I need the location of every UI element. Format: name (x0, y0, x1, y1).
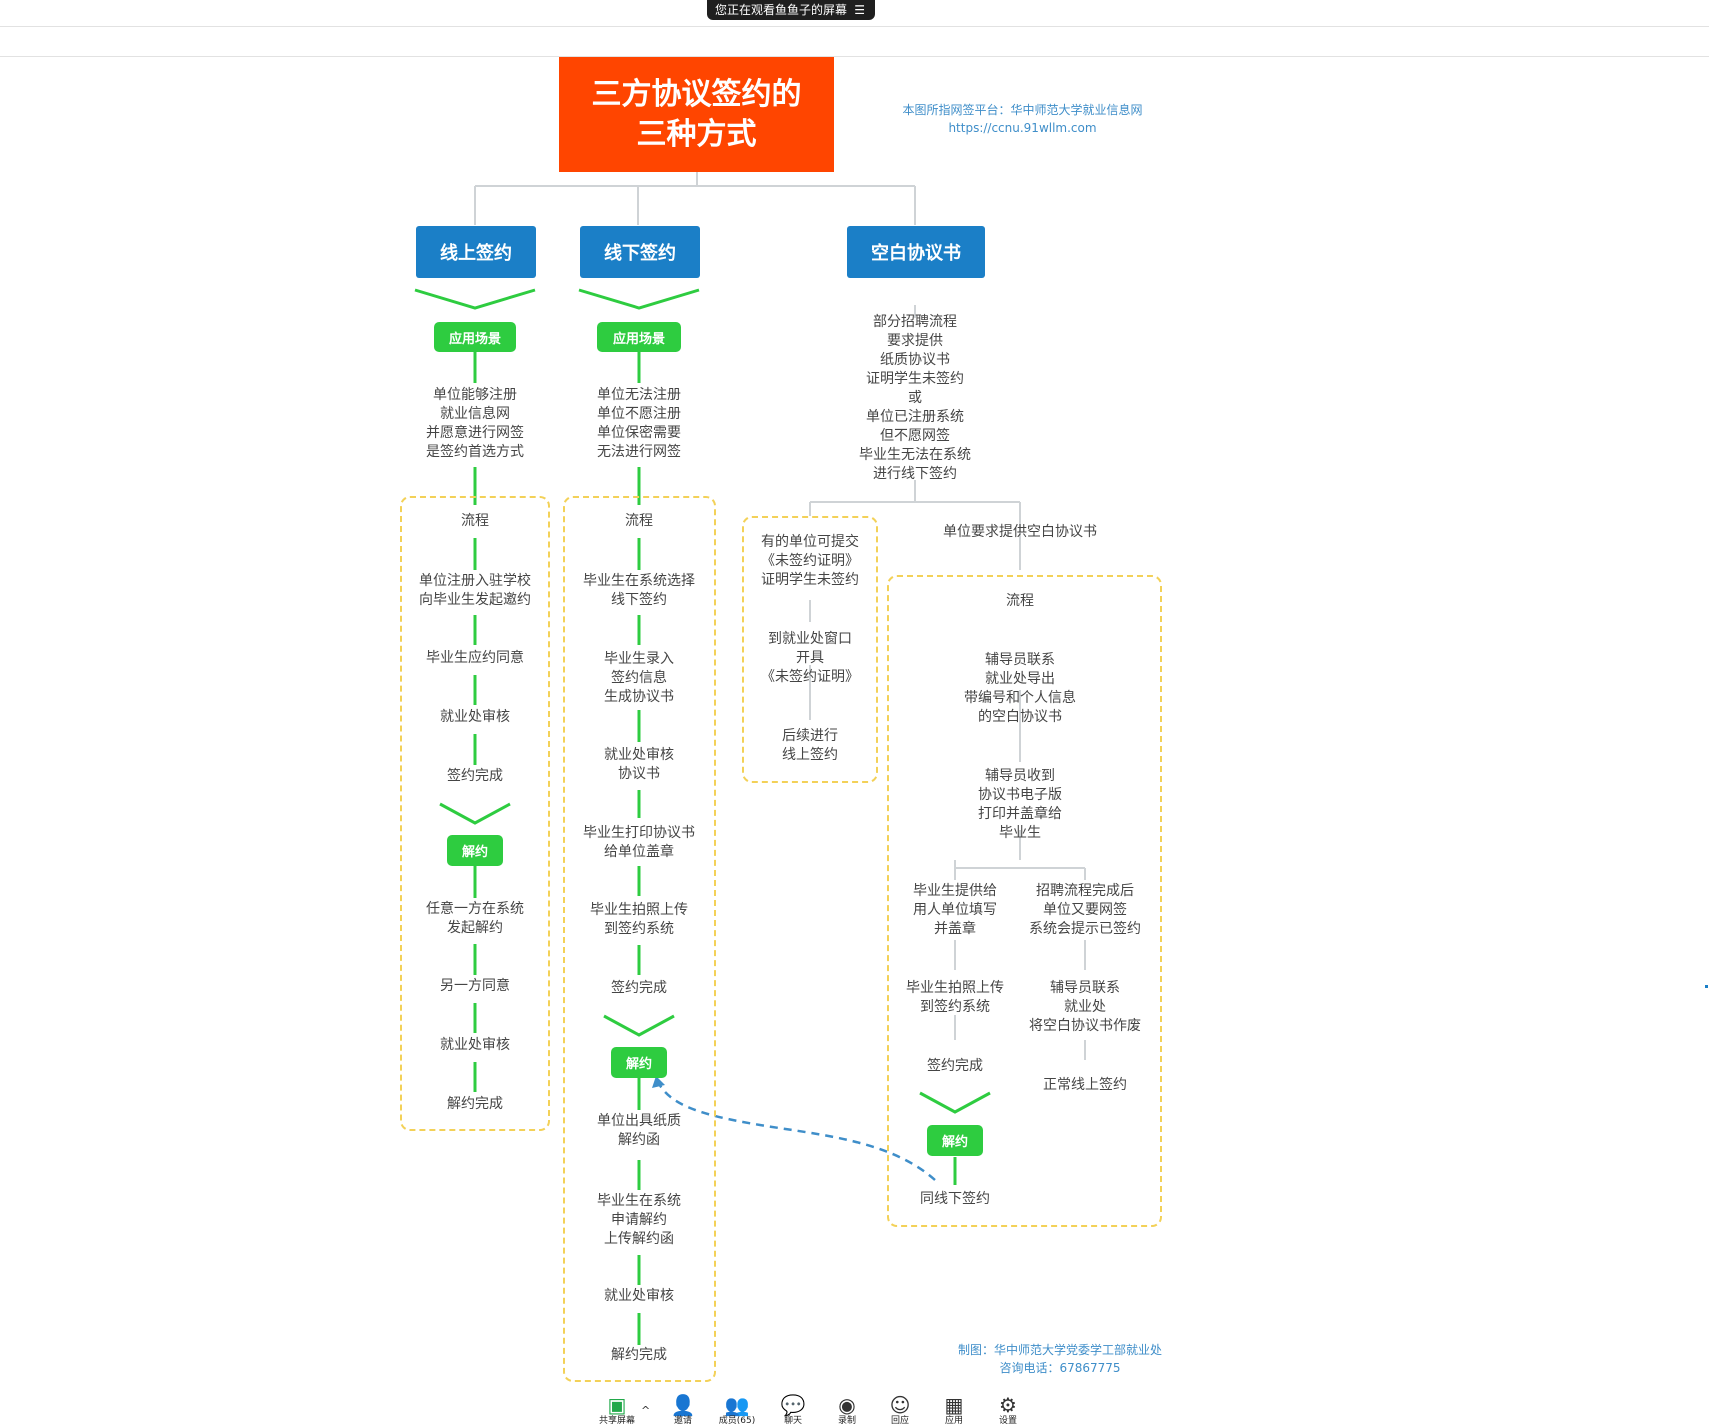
banner-text: 您正在观看鱼鱼子的屏幕 (715, 3, 848, 17)
reaction-icon: ☺ (889, 1393, 911, 1417)
blank-branch-b-step-3: 正常线上签约 (1043, 1077, 1127, 1093)
share-options-chevron-icon[interactable]: ^ (641, 1404, 651, 1417)
online-step-2: 毕业生应约同意 (426, 650, 524, 666)
members-icon: 👥 (724, 1393, 750, 1417)
blank-left-step-1: 有的单位可提交 《未签约证明》 证明学生未签约 (761, 534, 859, 588)
blank-flow-box (887, 575, 1162, 1227)
offline-step-4: 毕业生打印协议书 给单位盖章 (583, 825, 695, 860)
share-screen-icon: ▣ (607, 1393, 627, 1417)
meeting-toolbar (0, 1392, 1709, 1426)
chat-icon: 💬 (780, 1393, 806, 1417)
settings-button[interactable]: ⚙ 设置 (988, 1394, 1028, 1426)
credit-top-line2: https://ccnu.91wllm.com (948, 121, 1097, 135)
online-cancel-step-1: 任意一方在系统 发起解约 (426, 901, 524, 936)
record-icon: ◉ (838, 1393, 856, 1417)
blank-left-step-2: 到就业处窗口 开具 《未签约证明》 (761, 631, 859, 685)
blank-cancel-text: 同线下签约 (920, 1191, 990, 1207)
apps-button[interactable]: ▦ 应用 (934, 1394, 974, 1426)
invite-icon: 👤 (670, 1393, 696, 1417)
offline-cancel-step-4: 解约完成 (611, 1347, 667, 1363)
screen-share-banner[interactable]: 您正在观看鱼鱼子的屏幕 ☰ (707, 0, 875, 20)
reaction-button[interactable]: ☺ 回应 (880, 1394, 920, 1426)
offline-scene-text: 单位无法注册 单位不愿注册 单位保密需要 无法进行网签 (597, 387, 681, 460)
members-button[interactable]: 👥 成员(65) (717, 1394, 757, 1426)
blank-flow-step-1: 辅导员联系 就业处导出 带编号和个人信息 的空白协议书 (964, 652, 1076, 725)
settings-label: 设置 (998, 1416, 1017, 1426)
blank-branch-b-step-1: 招聘流程完成后 单位又要网签 系统会提示已签约 (1029, 883, 1141, 937)
online-step-1: 单位注册入驻学校 向毕业生发起邀约 (419, 573, 531, 608)
blank-branch-a-step-2: 毕业生拍照上传 到签约系统 (906, 980, 1004, 1015)
chart-title-line2: 三种方式 (636, 116, 757, 152)
members-label: 成员(65) (718, 1416, 756, 1426)
share-screen-label: 共享屏幕 (598, 1416, 635, 1426)
offline-cancel-step-2: 毕业生在系统 申请解约 上传解约函 (597, 1193, 681, 1247)
offline-cancel-step-1: 单位出具纸质 解约函 (597, 1113, 681, 1148)
list-icon[interactable]: ☰ (854, 3, 865, 17)
blank-branch-a-step-3: 签约完成 (927, 1058, 983, 1074)
offline-signing-header: 线下签约 (580, 226, 700, 278)
chat-label: 聊天 (783, 1416, 802, 1426)
scroll-indicator[interactable] (1705, 985, 1708, 988)
blank-branch-a-step-1: 毕业生提供给 用人单位填写 并盖章 (913, 883, 997, 937)
offline-scene-tag: 应用场景 (597, 322, 681, 352)
online-step-4: 签约完成 (447, 768, 503, 784)
chart-title-line1: 三方协议签约的 (591, 76, 802, 112)
blank-right-label: 单位要求提供空白协议书 (943, 524, 1097, 540)
offline-flow-box (563, 496, 716, 1382)
credit-bottom-line1: 制图：华中师范大学党委学工部就业处 (957, 1343, 1162, 1357)
blank-flow-step-2: 辅导员收到 协议书电子版 打印并盖章给 毕业生 (978, 768, 1062, 841)
online-flow-box (400, 496, 550, 1131)
blank-left-step-3: 后续进行 线上签约 (782, 728, 838, 763)
apps-icon: ▦ (944, 1393, 964, 1417)
record-label: 录制 (837, 1416, 856, 1426)
apps-label: 应用 (944, 1416, 963, 1426)
chart-title: 三方协议签约的 三种方式 (559, 57, 834, 172)
offline-step-6: 签约完成 (611, 980, 667, 996)
invite-button[interactable]: 👤 邀请 (663, 1394, 703, 1426)
offline-step-5: 毕业生拍照上传 到签约系统 (590, 902, 688, 937)
online-cancel-tag: 解约 (447, 835, 503, 866)
blank-agreement-header: 空白协议书 (847, 226, 985, 278)
online-signing-header: 线上签约 (416, 226, 536, 278)
blank-cancel-tag: 解约 (927, 1125, 983, 1156)
online-step-3: 就业处审核 (440, 709, 510, 725)
share-screen-button[interactable]: ▣ 共享屏幕 (597, 1394, 637, 1426)
online-scene-tag: 应用场景 (434, 322, 516, 352)
online-cancel-step-4: 解约完成 (447, 1096, 503, 1112)
offline-flow-label: 流程 (625, 513, 653, 529)
online-cancel-step-2: 另一方同意 (440, 978, 510, 994)
offline-cancel-step-3: 就业处审核 (604, 1288, 674, 1304)
blank-branch-b-step-2: 辅导员联系 就业处 将空白协议书作废 (1029, 980, 1141, 1034)
credit-bottom: 制图：华中师范大学党委学工部就业处 咨询电话：67867775 (920, 1341, 1200, 1377)
offline-step-3: 就业处审核 协议书 (604, 747, 674, 782)
credit-top-line1: 本图所指网签平台：华中师范大学就业信息网 (902, 103, 1143, 117)
blank-flow-label: 流程 (1006, 593, 1034, 609)
online-flow-label: 流程 (461, 513, 489, 529)
blank-scene-text: 部分招聘流程 要求提供 纸质协议书 证明学生未签约 或 单位已注册系统 但不愿网… (859, 314, 971, 482)
online-cancel-step-3: 就业处审核 (440, 1037, 510, 1053)
online-scene-text: 单位能够注册 就业信息网 并愿意进行网签 是签约首选方式 (426, 387, 524, 460)
credit-bottom-line2: 咨询电话：67867775 (999, 1361, 1121, 1375)
gear-icon: ⚙ (999, 1393, 1017, 1417)
offline-step-1: 毕业生在系统选择 线下签约 (583, 573, 695, 608)
record-button[interactable]: ◉ 录制 (827, 1394, 867, 1426)
blank-left-box (742, 516, 878, 783)
offline-cancel-tag: 解约 (611, 1047, 667, 1078)
chat-button[interactable]: 💬 聊天 (773, 1394, 813, 1426)
invite-label: 邀请 (673, 1416, 692, 1426)
credit-top: 本图所指网签平台：华中师范大学就业信息网 https://ccnu.91wllm… (880, 101, 1165, 137)
reaction-label: 回应 (890, 1416, 909, 1426)
offline-step-2: 毕业生录入 签约信息 生成协议书 (604, 651, 674, 705)
top-divider (0, 26, 1709, 27)
content-divider (0, 56, 1709, 57)
